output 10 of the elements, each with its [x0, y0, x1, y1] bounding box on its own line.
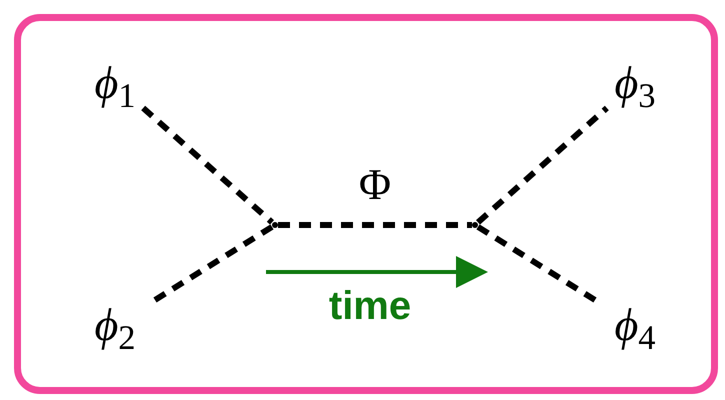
- dashed-line: [476, 224, 597, 303]
- dashed-line: [141, 106, 274, 225]
- dashed-line: [153, 224, 274, 303]
- axis-label: time: [328, 286, 412, 326]
- field-symbol: ϕ$_{4}$: [614, 302, 656, 348]
- dashed-line: [476, 106, 609, 225]
- field-symbol: ϕ$_{1}$: [94, 60, 136, 106]
- field-symbol: ϕ$_{3}$: [614, 60, 656, 106]
- dashed-line: [278, 222, 472, 228]
- field-symbol: ϕ$_{2}$: [94, 302, 136, 348]
